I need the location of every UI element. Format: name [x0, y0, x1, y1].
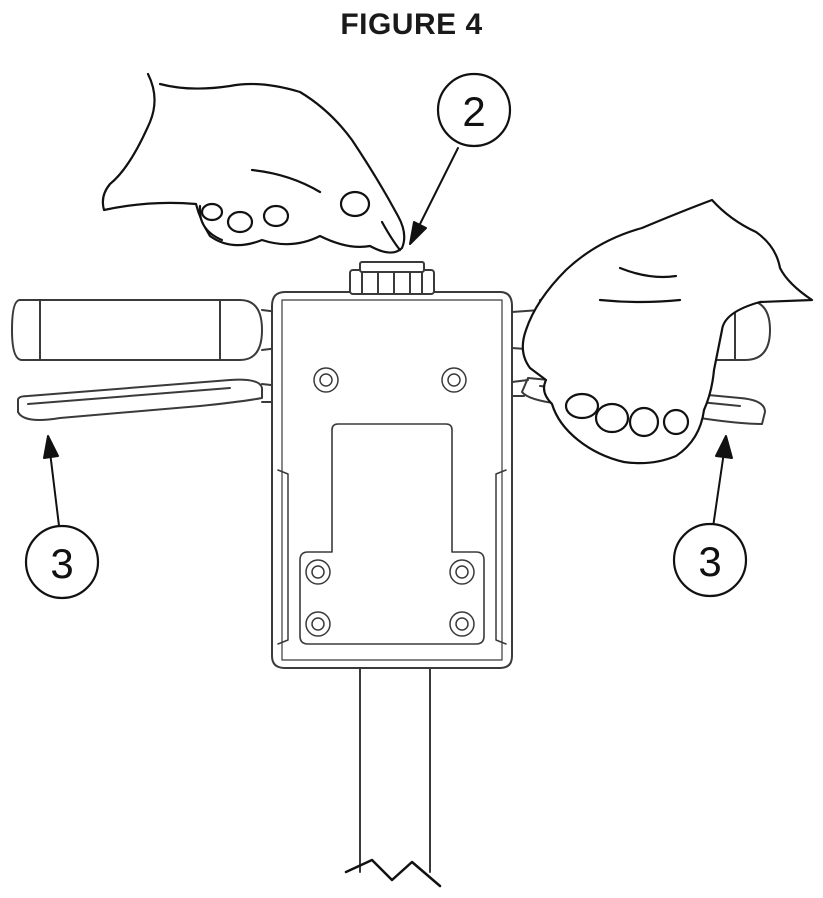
callout-circle-3-right: [672, 522, 748, 598]
right-hand: [521, 198, 814, 465]
callout-circle-3-left: [24, 524, 100, 600]
figure-title: FIGURE 4: [340, 8, 483, 41]
top-hand: [101, 72, 406, 254]
control-housing: [271, 261, 513, 669]
callout-arrows: [43, 147, 733, 535]
callout-circles: [24, 72, 748, 600]
callout-label-3-left: 3: [50, 540, 73, 587]
callout-label-3-right: 3: [698, 538, 721, 585]
handle-post: [344, 667, 442, 888]
screws: [305, 367, 475, 637]
callout-label-2: 2: [462, 88, 485, 135]
left-lever: [17, 378, 281, 421]
callout-circle-2: [436, 72, 512, 148]
left-grip: [11, 299, 279, 361]
